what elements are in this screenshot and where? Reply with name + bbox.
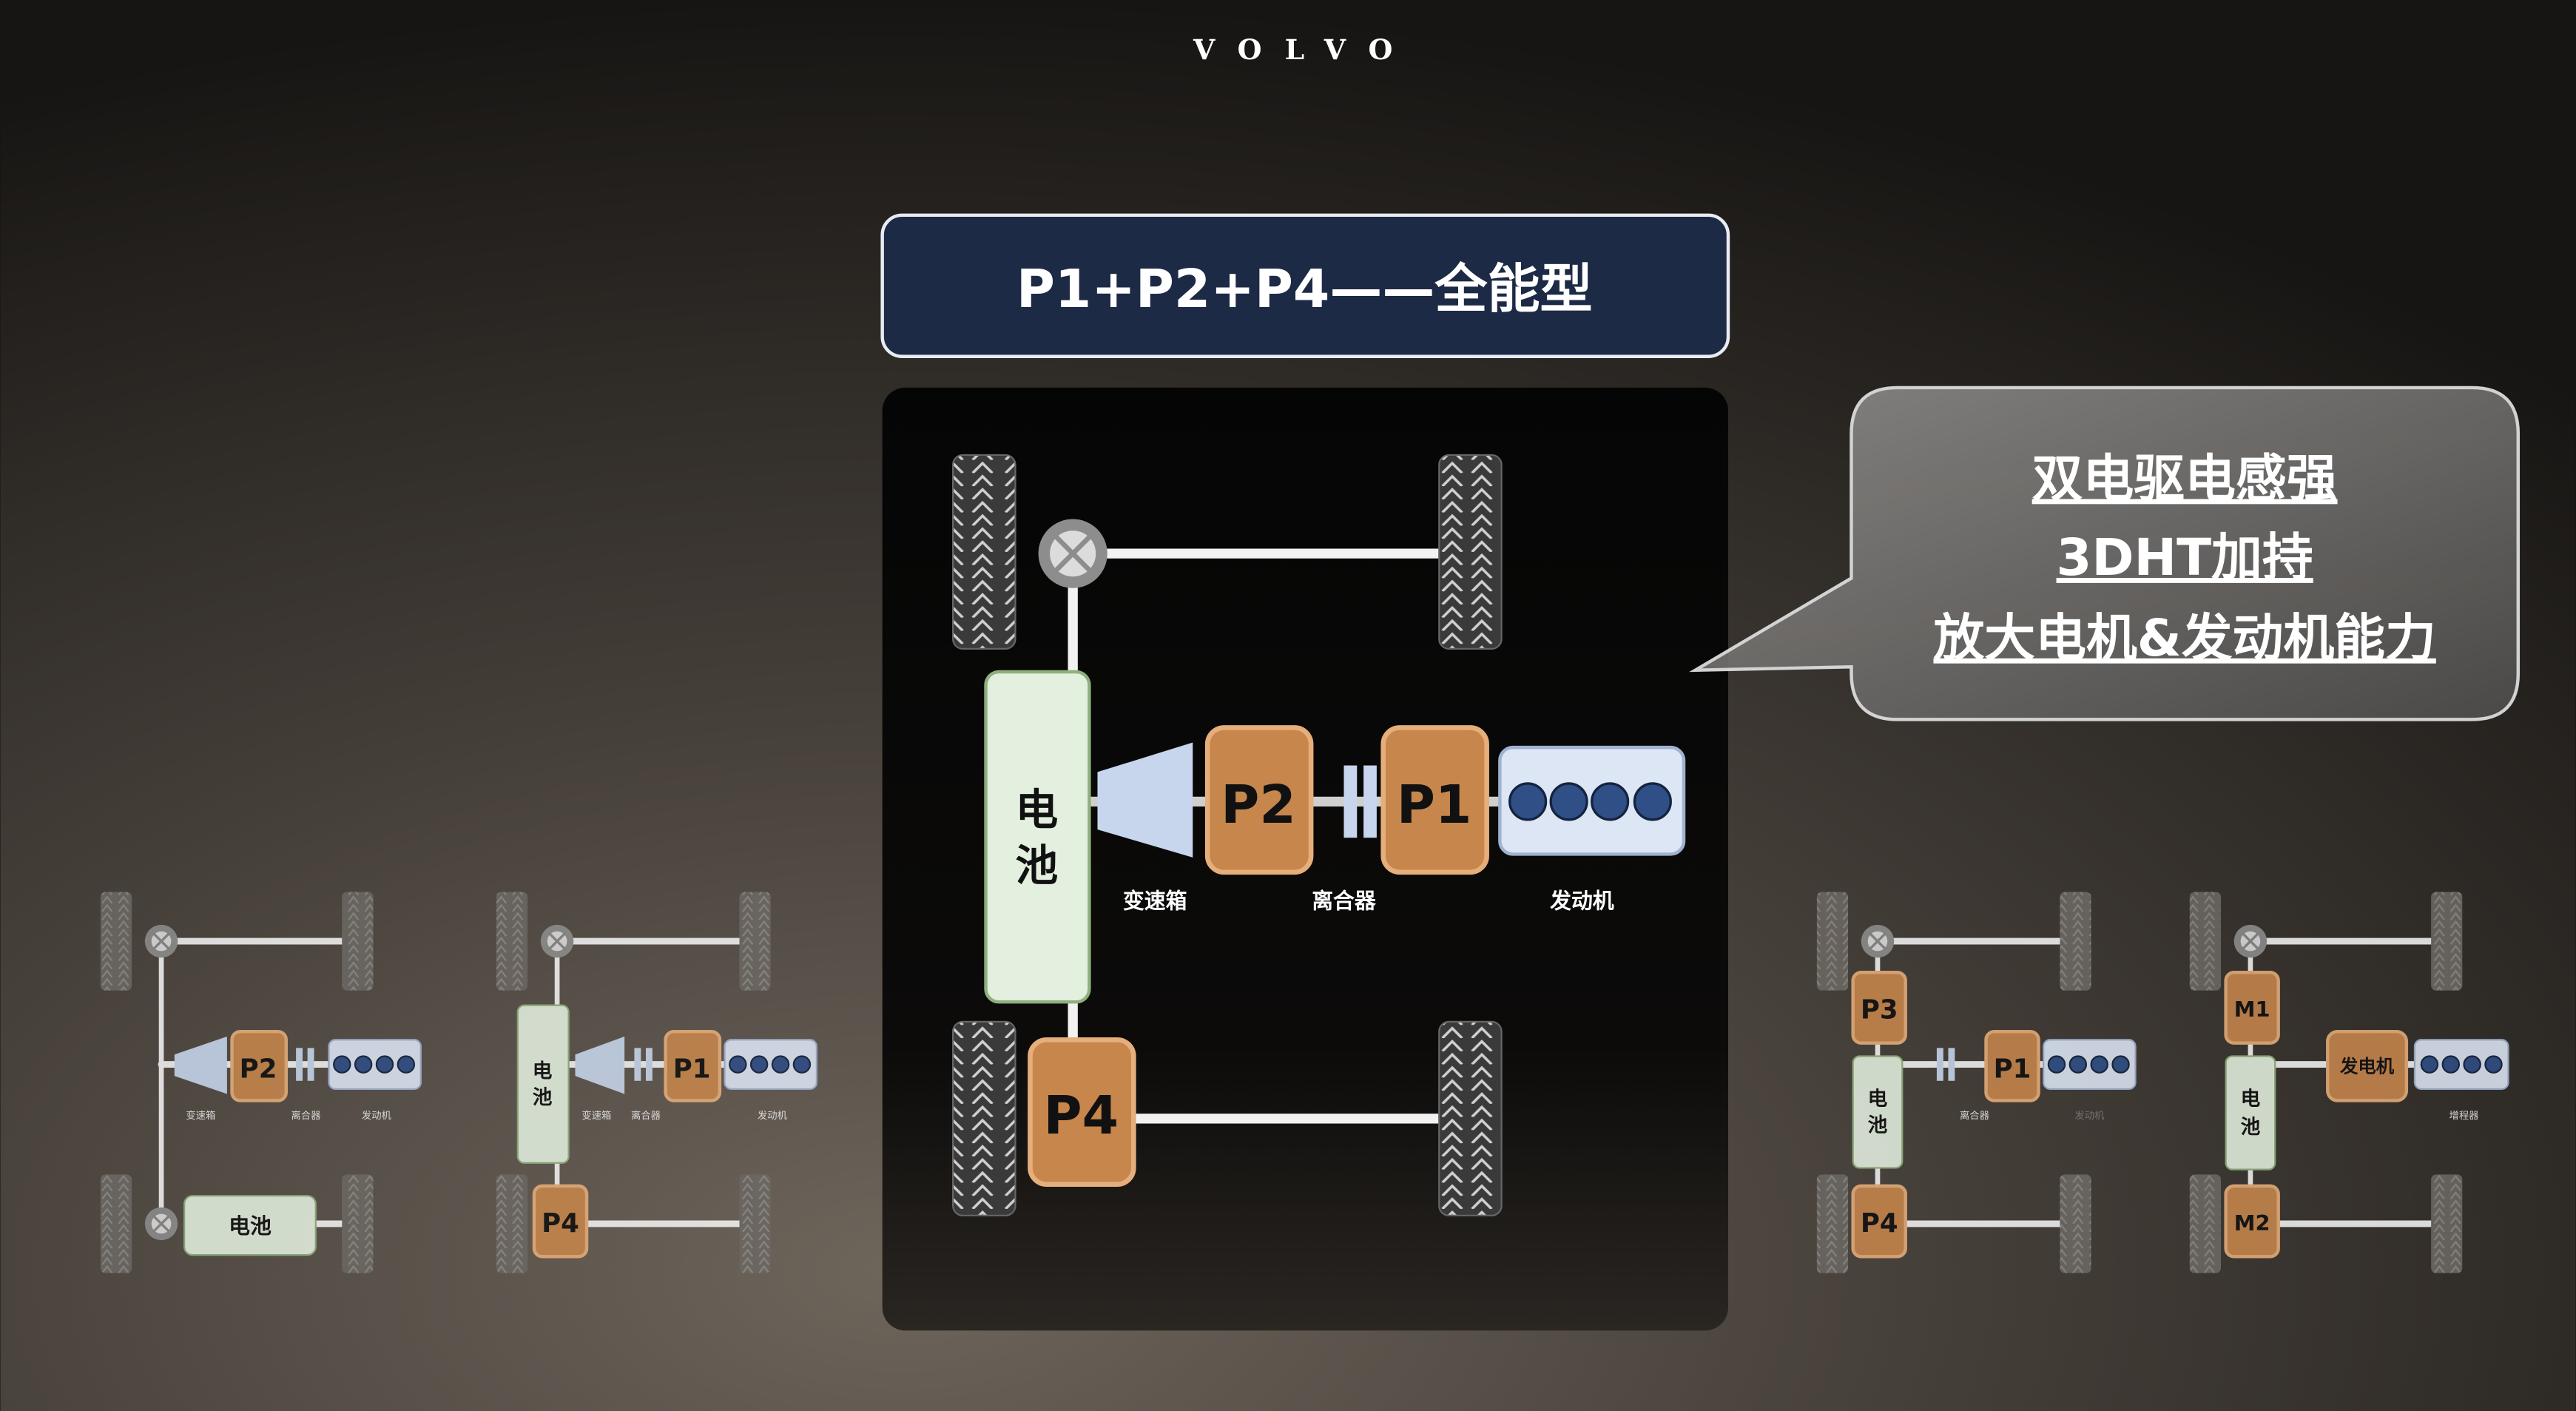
- engine-label: 发动机: [2074, 1110, 2105, 1122]
- differential-icon: [2233, 924, 2268, 958]
- transmission-label: 变速箱: [581, 1110, 611, 1122]
- transmission-label: 变速箱: [186, 1110, 215, 1122]
- battery-label: 电: [533, 1060, 553, 1082]
- transmission-label: 变速箱: [1123, 889, 1187, 914]
- wheel: [100, 1174, 132, 1273]
- wheel: [1816, 892, 1849, 991]
- battery: [183, 1195, 317, 1256]
- battery-label: 电: [1868, 1088, 1888, 1111]
- battery: [1852, 1055, 1904, 1169]
- callout-bubble: 双电驱电感强 3DHT加持 放大电机&发动机能力: [1689, 385, 2521, 721]
- wheel: [739, 892, 771, 991]
- motor-label: P1: [673, 1054, 711, 1084]
- volvo-logo: VOLVO: [1193, 33, 1415, 66]
- transmission: [575, 1036, 625, 1094]
- differential-icon: [1038, 519, 1107, 588]
- wheel: [2060, 1174, 2091, 1273]
- wheel: [2060, 892, 2091, 991]
- generator-label: 发电机: [2339, 1056, 2395, 1077]
- engine-label: 发动机: [1549, 889, 1614, 914]
- battery: [516, 1004, 570, 1164]
- motor-label: M1: [2234, 997, 2270, 1022]
- callout-line: 3DHT加持: [2057, 528, 2313, 587]
- differential-icon: [144, 1207, 178, 1241]
- mini-diagram-p1-p3-p4: P3 电 池 P1 P4 离合器 发动机: [1816, 892, 2137, 1273]
- battery-label: 电: [1015, 784, 1058, 835]
- battery-label: 池: [533, 1086, 553, 1109]
- differential-icon: [1861, 924, 1895, 958]
- engine: [724, 1039, 817, 1090]
- wheel-front-right: [1438, 454, 1503, 650]
- motor-m2: [2224, 1184, 2280, 1259]
- engine: [2043, 1039, 2137, 1090]
- motor-m1: [2224, 971, 2280, 1045]
- wheel-rear-left: [952, 1020, 1016, 1216]
- clutch-label: 离合器: [1312, 889, 1377, 914]
- motor-p1-label: P1: [1397, 774, 1471, 835]
- engine: [328, 1039, 422, 1090]
- wheel: [2431, 1174, 2463, 1273]
- engine: [2413, 1039, 2509, 1090]
- motor-p4: [532, 1184, 589, 1259]
- clutch-plate: [1363, 765, 1377, 838]
- wheel: [1816, 1174, 1849, 1273]
- wheel: [2189, 1174, 2221, 1273]
- motor-label: P4: [1861, 1208, 1898, 1239]
- battery-label: 池: [1015, 841, 1058, 891]
- motor-p1: [1984, 1029, 2040, 1102]
- battery-label: 池: [1868, 1114, 1888, 1137]
- wheel: [2431, 892, 2463, 991]
- range-extender-label: 增程器: [2449, 1110, 2479, 1122]
- motor-p2-label: P2: [1221, 774, 1295, 835]
- motor-label: M2: [2234, 1210, 2270, 1236]
- clutch-label: 离合器: [1960, 1109, 1989, 1122]
- motor-p1: [664, 1029, 722, 1102]
- clutch-plate: [1343, 765, 1358, 838]
- wheel: [2189, 892, 2221, 991]
- motor-p1: [1380, 725, 1489, 875]
- motor-p4: [1851, 1184, 1907, 1259]
- motor-p2: [1204, 725, 1314, 875]
- mini-diagram-p1-p4: 电 池 P1 P4 变速箱 离合器 发动机: [496, 892, 817, 1273]
- differential-icon: [540, 924, 574, 958]
- motor-label: P2: [240, 1054, 277, 1084]
- page-title: P1+P2+P4——全能型: [1016, 258, 1593, 320]
- wheel-rear-right: [1438, 1020, 1503, 1216]
- wheel: [496, 892, 528, 991]
- mini-diagram-range-extender: M1 电 池 发电机 M2 增程器: [2189, 892, 2509, 1273]
- battery: [2225, 1055, 2276, 1171]
- main-diagram: 电 池 P2 P1 P4 变速箱 离合器 发动机: [882, 387, 1728, 1331]
- engine-label: 发动机: [758, 1110, 788, 1122]
- battery-label: 电: [2241, 1088, 2261, 1111]
- battery: [984, 670, 1091, 1004]
- motor-label: P4: [542, 1208, 579, 1239]
- motor-p2: [230, 1029, 289, 1102]
- motor-p4: [1028, 1037, 1136, 1187]
- wheel: [342, 1174, 374, 1273]
- battery-label: 池: [2241, 1116, 2261, 1139]
- wheel: [739, 1174, 771, 1273]
- callout-line: 放大电机&发动机能力: [1933, 609, 2435, 668]
- transmission: [174, 1036, 227, 1094]
- wheel-front-left: [952, 454, 1016, 650]
- mini-diagram-p2: P2 电池 变速箱 离合器 发动机: [100, 892, 422, 1273]
- engine-label: 发动机: [362, 1110, 392, 1122]
- engine: [1498, 745, 1686, 856]
- clutch-label: 离合器: [631, 1109, 661, 1122]
- motor-label: P3: [1861, 994, 1898, 1025]
- wheel: [342, 892, 374, 991]
- motor-p3: [1851, 971, 1907, 1045]
- clutch-label: 离合器: [291, 1109, 320, 1122]
- transmission: [1097, 742, 1193, 858]
- title-banner: P1+P2+P4——全能型: [880, 213, 1730, 358]
- callout-line: 双电驱电感强: [2032, 449, 2338, 508]
- generator: [2326, 1029, 2409, 1102]
- wheel: [496, 1174, 528, 1273]
- battery-label: 电池: [229, 1213, 272, 1239]
- motor-label: P1: [1994, 1054, 2032, 1084]
- wheel: [100, 892, 132, 991]
- differential-icon: [144, 924, 178, 958]
- motor-p4-label: P4: [1044, 1085, 1119, 1146]
